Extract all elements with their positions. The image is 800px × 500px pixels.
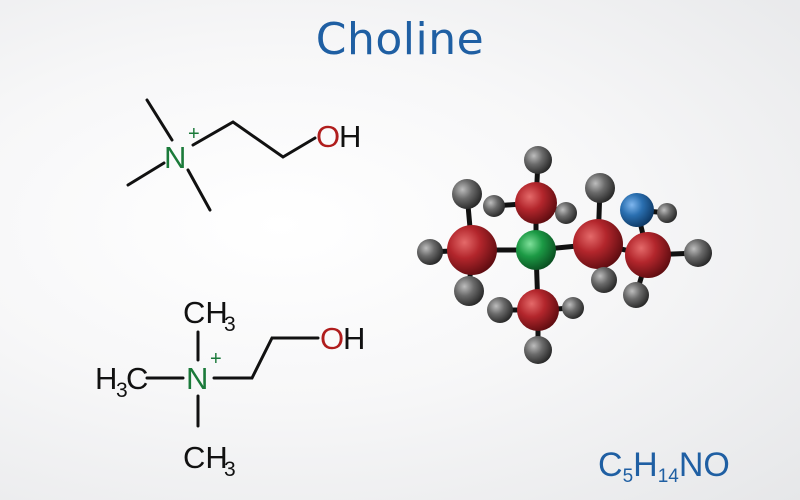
formula-carbon-count: 5 (622, 466, 634, 487)
hydrogen-atom (555, 202, 577, 224)
hydrogen-atom (452, 179, 482, 209)
hydrogen-atom (454, 276, 484, 306)
carbon-atom (625, 232, 671, 278)
nitrogen-atom (516, 230, 556, 270)
nitrogen-label: N (164, 140, 186, 175)
hydrogen-atom (657, 203, 677, 223)
methyl-label: H (95, 361, 117, 396)
methyl-subscript: 3 (224, 313, 236, 336)
hydrogen-atom (623, 282, 649, 308)
charge-sign: + (210, 348, 222, 370)
formula-hydrogen-count: 14 (657, 466, 679, 487)
bond (212, 336, 320, 380)
hydrogen-label: H (343, 321, 365, 356)
expanded-formula: CH 3 H 3 C N + O H CH 3 (95, 295, 365, 481)
ball-and-stick-model (417, 146, 712, 364)
molecular-formula: C5H14NO (598, 446, 730, 488)
skeletal-formula: N + O H (126, 98, 361, 212)
charge-sign: + (188, 123, 200, 145)
page-title: Choline (315, 14, 485, 65)
hydrogen-atom (562, 297, 584, 319)
carbon-atom (573, 219, 623, 269)
formula-rest: NO (678, 446, 730, 484)
methyl-label: CH (183, 295, 228, 330)
formula-carbon: C (598, 446, 623, 484)
methyl-label: C (126, 361, 148, 396)
oxygen-label: O (320, 321, 344, 356)
hydrogen-atom (487, 297, 513, 323)
carbon-atom (515, 182, 557, 224)
bond (186, 168, 212, 212)
hydrogen-atom (591, 267, 617, 293)
bond (145, 98, 174, 142)
formula-hydrogen: H (633, 446, 658, 484)
methyl-subscript: 3 (224, 458, 236, 481)
oxygen-atom (620, 193, 654, 227)
hydrogen-atom (585, 173, 615, 203)
carbon-atom (447, 225, 497, 275)
hydrogen-atom (483, 195, 505, 217)
bond (126, 161, 166, 187)
nitrogen-label: N (186, 361, 208, 396)
hydrogen-atom (684, 239, 712, 267)
hydrogen-atom (417, 239, 443, 265)
carbon-atom (517, 289, 559, 331)
oxygen-label: O (316, 119, 340, 154)
methyl-subscript: 3 (116, 379, 128, 402)
hydrogen-atom (524, 146, 552, 174)
methyl-label: CH (183, 440, 228, 475)
bond (191, 120, 317, 159)
hydrogen-atom (524, 336, 552, 364)
hydrogen-label: H (339, 119, 361, 154)
